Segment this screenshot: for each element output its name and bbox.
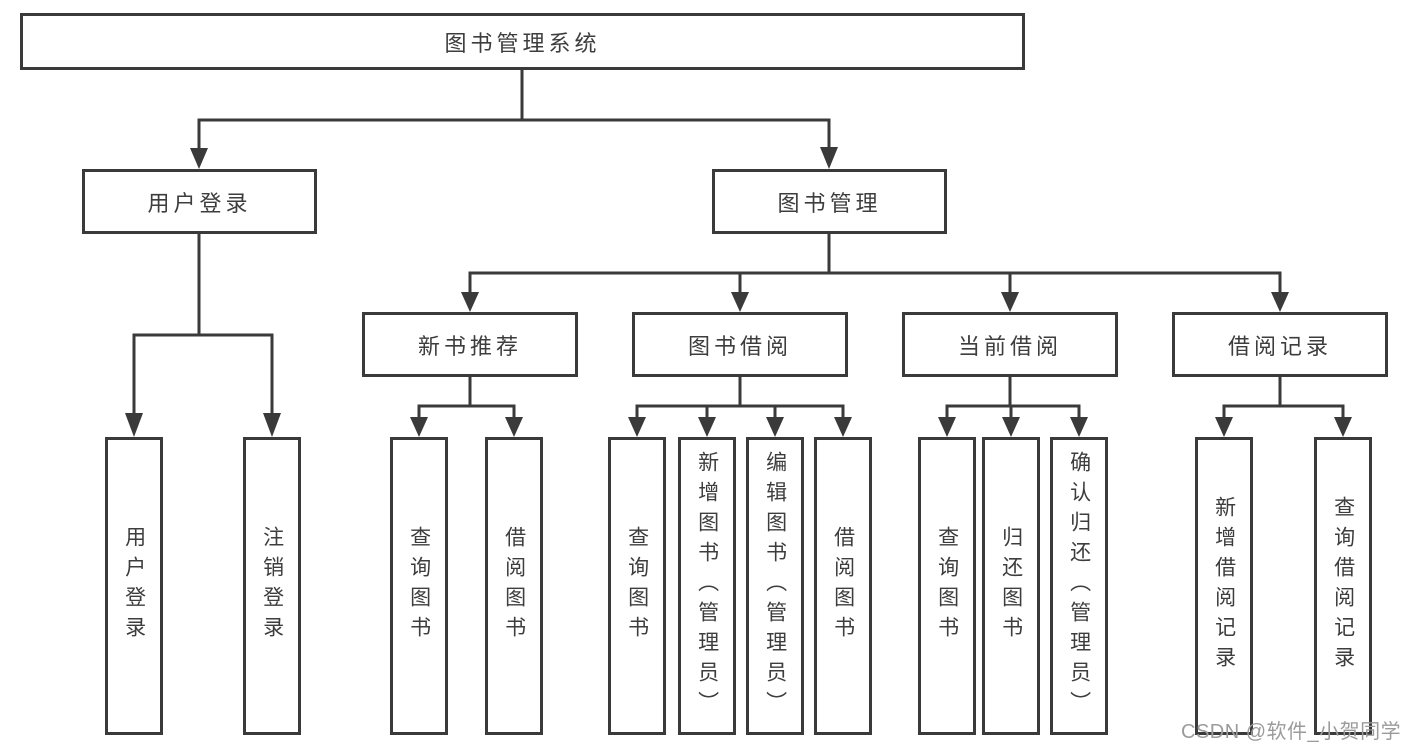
leaf-search-borrow-record: 查询借阅记录	[1314, 437, 1372, 735]
arrowhead-down-icon	[698, 417, 716, 437]
arrowhead-down-icon	[731, 292, 749, 312]
node-book-management: 图书管理	[712, 169, 947, 234]
arrowhead-down-icon	[410, 417, 428, 437]
leaf-logout: 注销登录	[243, 437, 301, 735]
node-label: 注销登录	[260, 526, 284, 646]
arrowhead-down-icon	[1001, 292, 1019, 312]
node-label: 图书借阅	[687, 333, 792, 359]
node-current-borrowing: 当前借阅	[902, 312, 1118, 377]
arrowhead-down-icon	[190, 148, 208, 169]
node-label: 查询借阅记录	[1331, 496, 1355, 676]
arrowhead-down-icon	[1215, 417, 1233, 437]
connector-root-to-level2	[190, 68, 838, 169]
leaf-search-books-recommend: 查询图书	[390, 437, 448, 735]
node-label: 新增图书（管理员）	[695, 451, 719, 721]
arrowhead-down-icon	[834, 417, 852, 437]
connector-user-login-to-leaves	[125, 234, 281, 437]
leaf-user-login: 用户登录	[105, 437, 163, 735]
node-borrowing-records: 借阅记录	[1172, 312, 1388, 377]
node-label: 图书管理	[777, 190, 882, 216]
arrowhead-down-icon	[1271, 292, 1289, 312]
leaf-add-book-admin: 新增图书（管理员）	[678, 437, 736, 735]
node-book-borrowing: 图书借阅	[632, 312, 848, 377]
leaf-add-borrow-record: 新增借阅记录	[1195, 437, 1253, 735]
node-label: 借阅记录	[1227, 333, 1332, 359]
leaf-return-books: 归还图书	[982, 437, 1040, 735]
csdn-watermark: CSDN @软件_小贺同学	[1181, 721, 1402, 743]
node-label: 编辑图书（管理员）	[763, 451, 787, 721]
arrowhead-down-icon	[938, 417, 956, 437]
leaf-edit-book-admin: 编辑图书（管理员）	[746, 437, 804, 735]
arrowhead-down-icon	[125, 413, 143, 437]
node-label: 当前借阅	[957, 333, 1062, 359]
node-label: 确认归还（管理员）	[1067, 451, 1091, 721]
leaf-search-books-borrowing: 查询图书	[608, 437, 666, 735]
connector-book-mgmt-to-level3	[461, 234, 1289, 312]
arrowhead-down-icon	[263, 413, 281, 437]
node-label: 图书管理系统	[444, 30, 601, 56]
node-label: 借阅图书	[502, 526, 526, 646]
connector-current-borrowing-to-leaves	[938, 377, 1088, 437]
leaf-search-books-current: 查询图书	[918, 437, 976, 735]
node-label: 借阅图书	[831, 526, 855, 646]
connector-borrowing-records-to-leaves	[1215, 377, 1352, 437]
arrowhead-down-icon	[505, 417, 523, 437]
node-label: 查询图书	[625, 526, 649, 646]
connector-book-borrowing-to-leaves	[628, 377, 852, 437]
node-label: 归还图书	[999, 526, 1023, 646]
node-label: 新增借阅记录	[1212, 496, 1236, 676]
node-label: 查询图书	[407, 526, 431, 646]
arrowhead-down-icon	[766, 417, 784, 437]
leaf-borrow-books-borrowing: 借阅图书	[814, 437, 872, 735]
arrowhead-down-icon	[1002, 417, 1020, 437]
node-label: 新书推荐	[417, 333, 522, 359]
arrowhead-down-icon	[1070, 417, 1088, 437]
node-label: 用户登录	[122, 526, 146, 646]
arrowhead-down-icon	[628, 417, 646, 437]
arrowhead-down-icon	[820, 147, 838, 169]
arrowhead-down-icon	[1334, 417, 1352, 437]
node-library-management-system: 图书管理系统	[20, 13, 1025, 70]
node-user-login: 用户登录	[82, 169, 317, 234]
leaf-confirm-return-admin: 确认归还（管理员）	[1050, 437, 1108, 735]
node-new-book-recommendation: 新书推荐	[362, 312, 578, 377]
node-label: 用户登录	[147, 190, 252, 216]
connector-new-book-rec-to-leaves	[410, 377, 523, 437]
node-label: 查询图书	[935, 526, 959, 646]
leaf-borrow-books-recommend: 借阅图书	[485, 437, 543, 735]
arrowhead-down-icon	[461, 292, 479, 312]
